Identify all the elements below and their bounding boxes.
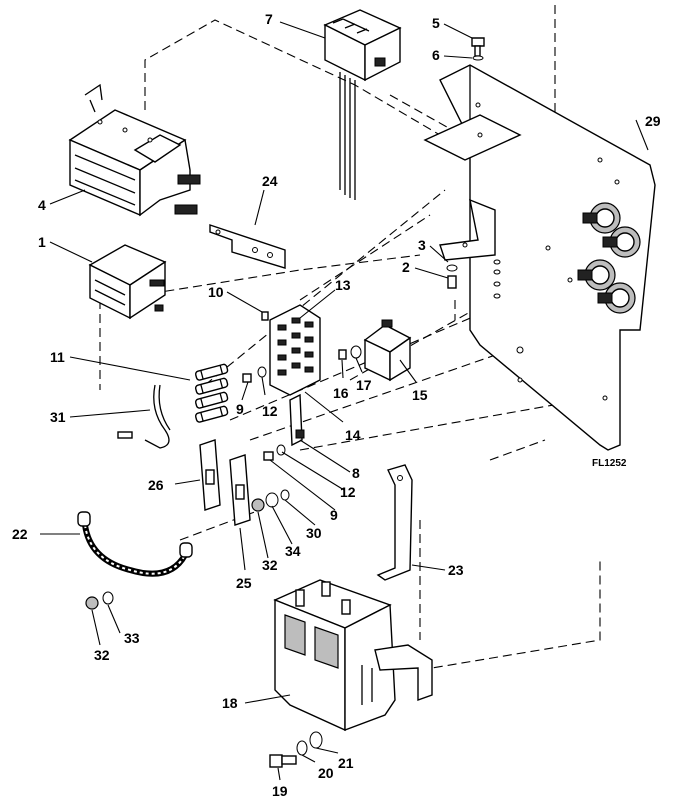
callout-30: 30 <box>306 525 322 541</box>
callout-29: 29 <box>645 113 661 129</box>
callout-14: 14 <box>345 427 361 443</box>
callout-31: 31 <box>50 409 66 425</box>
fuses <box>194 363 229 423</box>
callout-22: 22 <box>12 526 28 542</box>
callout-17: 17 <box>356 377 372 393</box>
callout-1: 1 <box>38 234 46 250</box>
callout-19: 19 <box>272 783 288 799</box>
callout-labels: 1 2 3 4 5 6 7 8 9 9 10 11 12 12 13 14 15… <box>12 11 661 799</box>
callout-12a: 12 <box>262 403 278 419</box>
callout-21: 21 <box>338 755 354 771</box>
bolt-and-washer <box>471 37 485 61</box>
mounting-panel <box>423 64 656 451</box>
callout-5: 5 <box>432 15 440 31</box>
callout-25: 25 <box>236 575 252 591</box>
solenoid-bracket <box>376 464 413 581</box>
cable <box>77 511 193 577</box>
callout-18: 18 <box>222 695 238 711</box>
callout-6: 6 <box>432 47 440 63</box>
callout-16: 16 <box>333 385 349 401</box>
circuit-breakers <box>577 202 641 314</box>
callout-7: 7 <box>265 11 273 27</box>
callout-15: 15 <box>412 387 428 403</box>
cable-nut-and-washer <box>85 591 114 610</box>
callout-3: 3 <box>418 237 426 253</box>
screws-and-washers <box>242 259 501 461</box>
figure-id: FL1252 <box>592 458 627 469</box>
bracket <box>209 224 286 269</box>
fuse-nut-and-washers <box>251 489 290 512</box>
callout-12b: 12 <box>340 484 356 500</box>
callout-32a: 32 <box>262 557 278 573</box>
fuse-block-screw <box>261 311 269 321</box>
relay <box>363 319 412 382</box>
connector-block <box>323 9 402 200</box>
callout-2: 2 <box>402 259 410 275</box>
callout-20: 20 <box>318 765 334 781</box>
callout-32b: 32 <box>94 647 110 663</box>
callout-11: 11 <box>50 349 65 365</box>
callout-23: 23 <box>448 562 464 578</box>
callout-9a: 9 <box>236 401 244 417</box>
callout-4: 4 <box>38 197 46 213</box>
small-bracket <box>289 393 305 447</box>
callout-9b: 9 <box>330 507 338 523</box>
small-relay <box>88 244 167 320</box>
leader-lines <box>40 21 649 781</box>
callout-24: 24 <box>262 173 278 189</box>
callout-8: 8 <box>352 465 360 481</box>
callout-26: 26 <box>148 477 164 493</box>
relay-assembly <box>68 83 201 217</box>
callout-33: 33 <box>124 630 140 646</box>
solenoid-bolt-and-washers <box>269 731 323 768</box>
fuse-block <box>269 304 321 396</box>
callout-13: 13 <box>335 277 351 293</box>
wire-lead <box>117 384 171 449</box>
panel-bracket <box>439 198 496 261</box>
solenoid <box>273 579 433 732</box>
callout-34: 34 <box>285 543 301 559</box>
mega-fuses <box>199 439 251 526</box>
callout-10: 10 <box>208 284 224 300</box>
